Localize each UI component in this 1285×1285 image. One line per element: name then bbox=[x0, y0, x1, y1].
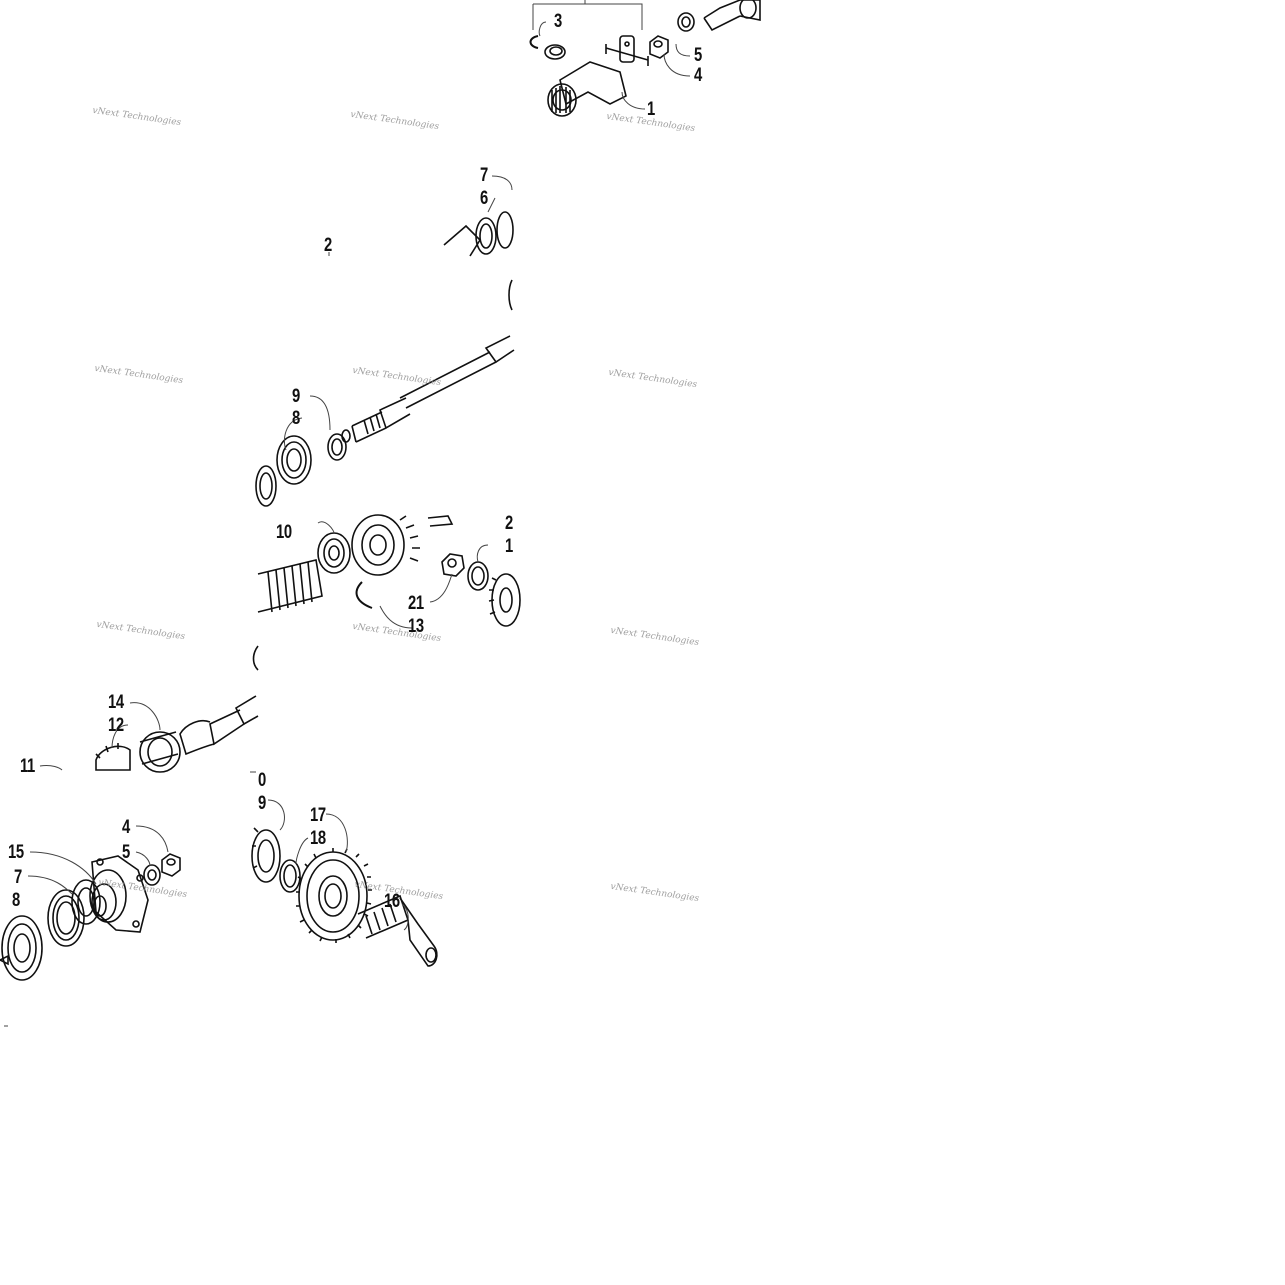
callout-21: 21 bbox=[408, 593, 424, 614]
callout-1b: 1 bbox=[505, 536, 513, 557]
callout-15: 15 bbox=[8, 842, 24, 863]
callout-11: 11 bbox=[20, 756, 35, 777]
callout-2b: 2 bbox=[505, 513, 513, 534]
callout-6: 6 bbox=[480, 188, 488, 209]
callout-8b: 8 bbox=[12, 890, 20, 911]
callout-18: 18 bbox=[310, 828, 326, 849]
callout-13: 13 bbox=[408, 616, 424, 637]
long-shaft-group bbox=[255, 279, 515, 507]
callout-4b: 4 bbox=[122, 817, 130, 838]
callout-7: 7 bbox=[480, 165, 488, 186]
callout-3: 3 bbox=[554, 11, 562, 32]
universal-joint-group bbox=[529, 0, 761, 117]
callout-9: 9 bbox=[292, 386, 300, 407]
callout-5b: 5 bbox=[122, 842, 130, 863]
callout-16: 16 bbox=[384, 891, 400, 912]
callout-5: 5 bbox=[694, 45, 702, 66]
shaft-end-group bbox=[328, 175, 514, 257]
callout-0: 0 bbox=[258, 770, 266, 791]
spline-gear-group bbox=[257, 514, 521, 629]
callout-17: 17 bbox=[310, 805, 326, 826]
callout-2: 2 bbox=[324, 235, 332, 256]
hub-assembly-group bbox=[0, 825, 181, 1027]
axle-gear-group bbox=[39, 645, 259, 773]
callout-1: 1 bbox=[647, 99, 655, 120]
callout-8: 8 bbox=[292, 408, 300, 429]
callout-4: 4 bbox=[694, 65, 702, 86]
callout-9b: 9 bbox=[258, 793, 266, 814]
callout-10: 10 bbox=[276, 522, 292, 543]
callout-7b: 7 bbox=[14, 867, 22, 888]
callout-14: 14 bbox=[108, 692, 124, 713]
driven-gear-group bbox=[250, 771, 438, 967]
callout-12: 12 bbox=[108, 715, 124, 736]
